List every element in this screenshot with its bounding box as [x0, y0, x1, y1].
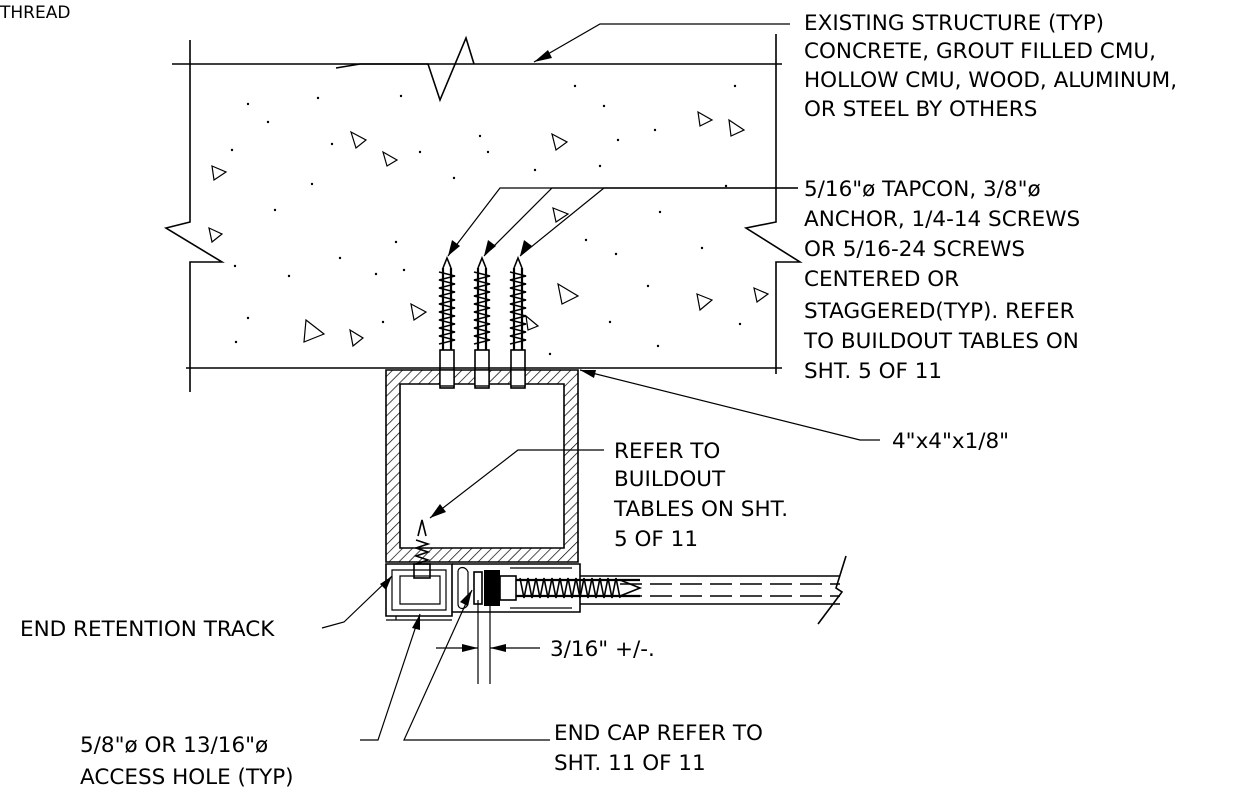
- note-existing-structure-line-2: CONCRETE, GROUT FILLED CMU,: [804, 39, 1156, 64]
- note-end-cap-line-1: END CAP REFER TO: [554, 721, 763, 746]
- existing-structure-concrete: [163, 34, 803, 392]
- corner-thread-label: THREAD: [0, 3, 70, 23]
- note-access-hole: 5/8"ø OR 13/16"ø ACCESS HOLE (TYP): [80, 733, 294, 790]
- note-tube-size: 4"x4"x1/8": [892, 429, 1009, 454]
- note-anchors-line-6: TO BUILDOUT TABLES ON: [803, 329, 1079, 354]
- note-anchors-line-7: SHT. 5 OF 11: [804, 359, 942, 384]
- note-anchors-line-3: OR 5/16-24 SCREWS: [804, 237, 1025, 262]
- end-retention-track: [385, 563, 643, 621]
- note-buildout-line-2: BUILDOUT: [614, 467, 726, 492]
- note-buildout: REFER TO BUILDOUT TABLES ON SHT. 5 OF 11: [613, 439, 788, 552]
- note-end-retention-track: END RETENTION TRACK: [20, 617, 275, 642]
- panel: [580, 555, 847, 625]
- note-existing-structure-line-1: EXISTING STRUCTURE (TYP): [804, 11, 1104, 36]
- note-anchors-line-1: 5/16"ø TAPCON, 3/8"ø: [804, 177, 1041, 202]
- gap-dimension: 3/16" +/-.: [436, 600, 655, 684]
- note-buildout-line-3: TABLES ON SHT.: [613, 497, 788, 522]
- note-access-hole-line-2: ACCESS HOLE (TYP): [80, 765, 294, 790]
- gap-dimension-label: 3/16" +/-.: [550, 637, 655, 662]
- leader-lines: [321, 23, 880, 741]
- note-existing-structure-line-3: HOLLOW CMU, WOOD, ALUMINUM,: [804, 68, 1177, 93]
- note-end-cap: END CAP REFER TO SHT. 11 OF 11: [554, 721, 763, 776]
- tube-4x4: [385, 369, 579, 563]
- note-buildout-line-1: REFER TO: [614, 439, 720, 464]
- note-buildout-line-4: 5 OF 11: [614, 527, 698, 552]
- note-existing-structure: EXISTING STRUCTURE (TYP) CONCRETE, GROUT…: [804, 11, 1177, 122]
- note-anchors-line-4: CENTERED OR: [804, 267, 959, 292]
- note-anchors: 5/16"ø TAPCON, 3/8"ø ANCHOR, 1/4-14 SCRE…: [803, 177, 1080, 384]
- note-end-cap-line-2: SHT. 11 OF 11: [554, 751, 706, 776]
- note-access-hole-line-1: 5/8"ø OR 13/16"ø: [80, 733, 268, 758]
- note-anchors-line-5: STAGGERED(TYP). REFER: [804, 299, 1075, 324]
- anchor-screws: [438, 255, 527, 389]
- note-anchors-line-2: ANCHOR, 1/4-14 SCREWS: [804, 207, 1080, 232]
- note-existing-structure-line-4: OR STEEL BY OTHERS: [804, 97, 1037, 122]
